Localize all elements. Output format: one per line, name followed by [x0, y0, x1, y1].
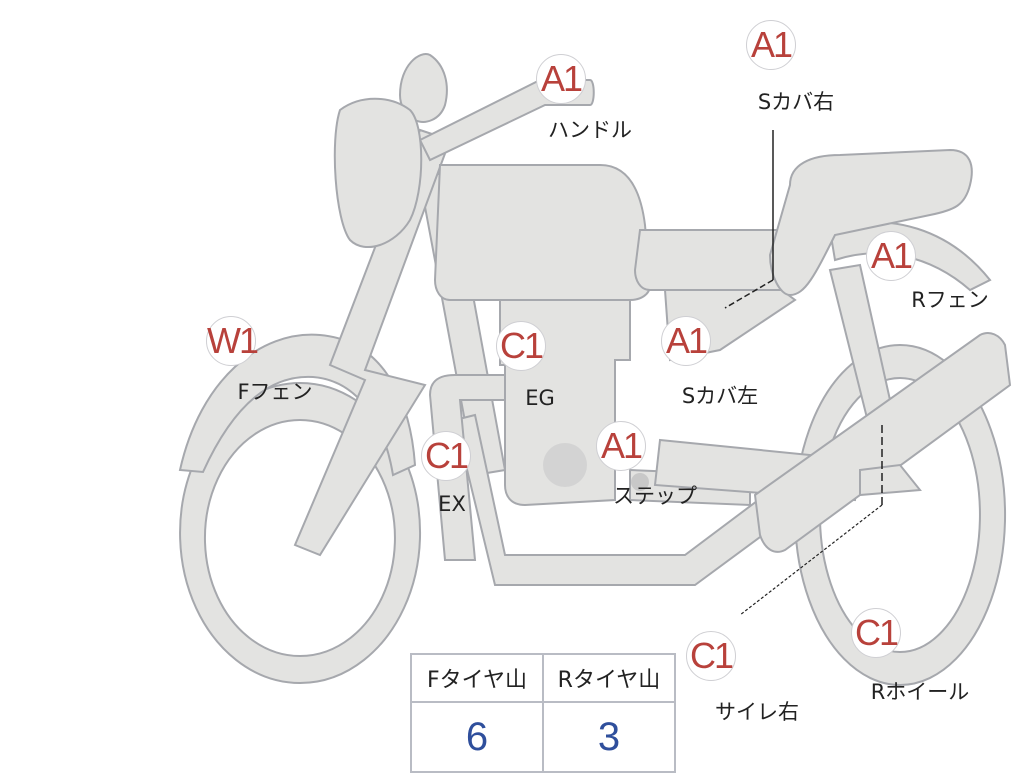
part-label: Sカバ左 [681, 384, 759, 408]
part-label: EG [525, 386, 555, 410]
damage-code-badge: A1 [746, 20, 796, 70]
damage-code-badge: W1 [206, 316, 259, 366]
front-tire-value: 6 [410, 701, 544, 773]
part-label: サイレ右 [715, 700, 799, 724]
part-label: EX [438, 492, 466, 516]
damage-code-badge: C1 [686, 631, 736, 681]
front-tire-header: Fタイヤ山 [410, 653, 544, 703]
front-fork [293, 128, 452, 557]
side-cover-right [633, 229, 791, 291]
damage-code-badge: A1 [596, 421, 646, 471]
seat [768, 148, 973, 297]
muffler-end [859, 463, 922, 497]
damage-code-badge: A1 [536, 54, 586, 104]
part-label: Rフェン [911, 288, 989, 312]
fuel-tank [433, 164, 652, 301]
tire-tread-table: Fタイヤ山 Rタイヤ山 6 3 [410, 653, 676, 773]
part-label: Fフェン [237, 380, 313, 404]
rear-tire-value: 3 [542, 701, 676, 773]
part-label: ハンドル [548, 118, 632, 142]
part-label: Sカバ右 [757, 90, 835, 114]
rear-wheel [794, 344, 1007, 686]
headlight [333, 97, 423, 249]
damage-code-badge: C1 [421, 431, 471, 481]
damage-code-badge: A1 [661, 316, 711, 366]
damage-code-badge: A1 [866, 231, 916, 281]
damage-code-badge: C1 [851, 608, 901, 658]
part-label: Rホイール [870, 680, 970, 704]
rear-tire-header: Rタイヤ山 [542, 653, 676, 703]
engine-cover [543, 443, 587, 487]
damage-code-badge: C1 [496, 321, 546, 371]
part-label: ステップ [613, 484, 697, 508]
